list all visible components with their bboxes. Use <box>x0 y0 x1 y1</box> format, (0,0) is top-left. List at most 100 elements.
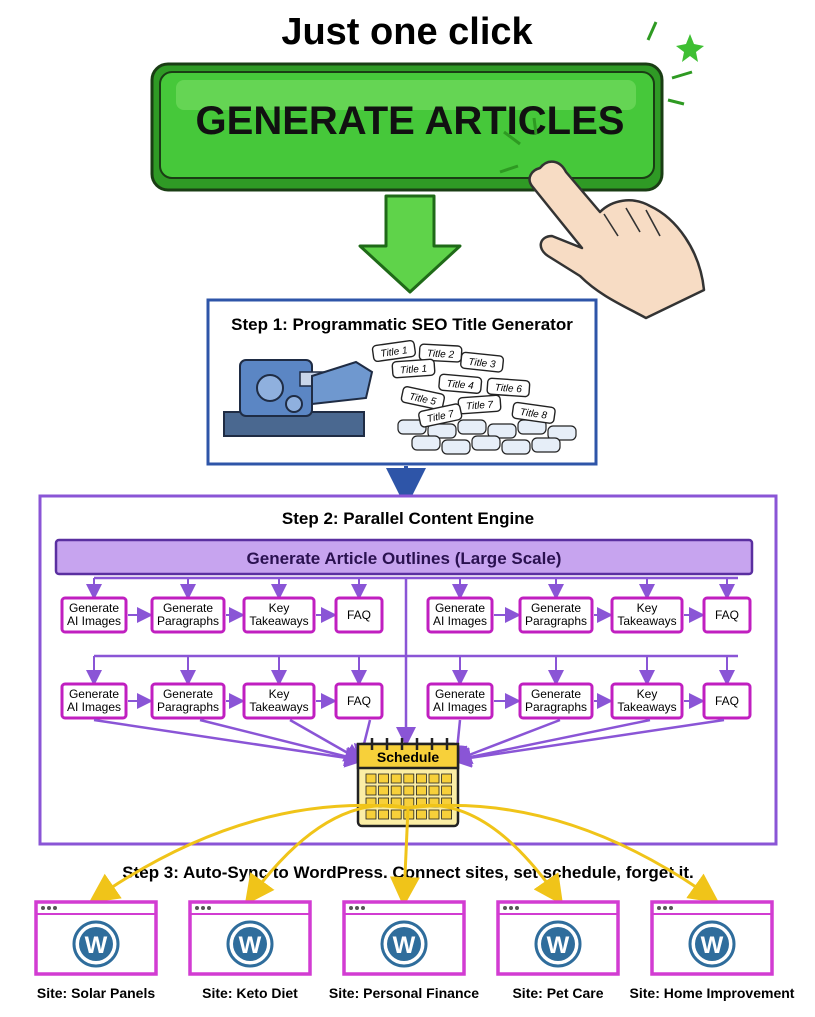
task-label: Generate <box>531 687 581 701</box>
title-bubble: Title 7 <box>418 403 463 428</box>
calendar-cell <box>403 785 415 796</box>
calendar-cell <box>428 773 440 784</box>
site-label: Site: Home Improvement <box>630 985 795 1001</box>
task-label: Takeaways <box>617 700 676 714</box>
calendar-cell <box>365 785 377 796</box>
wordpress-logo-icon: W <box>380 920 428 968</box>
task-label: Generate <box>69 687 119 701</box>
converge-arrow <box>289 718 365 763</box>
converge-arrow <box>451 718 725 768</box>
task-label: FAQ <box>347 608 371 622</box>
task-label: Key <box>637 687 658 701</box>
converge-arrow <box>451 718 651 767</box>
sync-arrow <box>389 807 420 907</box>
task-label: Generate <box>435 601 485 615</box>
step1-panel: Step 1: Programmatic SEO Title Generator… <box>206 298 598 466</box>
title-bubble: Title 3 <box>460 351 505 373</box>
wordpress-logo-icon: W <box>534 920 582 968</box>
title-bubble: Title 6 <box>486 377 531 398</box>
title-bubble: Title 5 <box>400 386 446 411</box>
converge-arrow <box>451 718 561 764</box>
task-label: Generate <box>69 601 119 615</box>
calendar-cell <box>378 785 390 796</box>
wordpress-site-window: W <box>188 900 312 976</box>
site-label: Site: Pet Care <box>512 985 603 1001</box>
svg-text:W: W <box>85 932 108 959</box>
svg-text:Title 4: Title 4 <box>446 379 474 392</box>
wordpress-logo-icon: W <box>72 920 120 968</box>
click-sparkle-icon <box>499 21 704 174</box>
task-label: Takeaways <box>249 614 308 628</box>
task-box: FAQ <box>334 682 384 720</box>
task-label: Generate <box>435 687 485 701</box>
task-label: AI Images <box>67 614 121 628</box>
title-machine-icon <box>223 359 374 437</box>
calendar-cell <box>441 773 453 784</box>
wordpress-logo-icon: W <box>688 920 736 968</box>
wordpress-site-window: W <box>650 900 774 976</box>
outline-bar-label: Generate Article Outlines (Large Scale) <box>247 549 562 568</box>
sync-arrow <box>407 803 720 904</box>
title-bubble: Title 1 <box>391 358 436 379</box>
task-label: Key <box>269 601 290 615</box>
task-label: Generate <box>163 687 213 701</box>
calendar-cell <box>403 773 415 784</box>
outline-bar <box>54 538 754 576</box>
task-label: Paragraphs <box>157 700 219 714</box>
site-label: Site: Solar Panels <box>37 985 155 1001</box>
calendar-cell <box>428 785 440 796</box>
svg-text:Title 1: Title 1 <box>400 364 428 377</box>
calendar-cell <box>365 773 377 784</box>
step3-title: Step 3: Auto-Sync to WordPress. Connect … <box>122 863 694 882</box>
task-label: Paragraphs <box>525 700 587 714</box>
svg-text:Title 1: Title 1 <box>380 345 408 360</box>
title-bubble: Title 4 <box>438 373 483 394</box>
calendar-cell <box>428 809 440 820</box>
calendar-cell <box>378 809 390 820</box>
task-label: AI Images <box>433 700 487 714</box>
task-label: FAQ <box>715 608 739 622</box>
task-label: Generate <box>163 601 213 615</box>
task-box: FAQ <box>702 596 752 634</box>
task-label: Takeaways <box>249 700 308 714</box>
wordpress-logo-icon: W <box>226 920 274 968</box>
calendar-cell <box>441 785 453 796</box>
calendar-cell <box>415 773 427 784</box>
wordpress-site-window: W <box>496 900 620 976</box>
svg-text:W: W <box>701 932 724 959</box>
task-label: Generate <box>531 601 581 615</box>
wordpress-site-window: W <box>34 900 158 976</box>
step2-title: Step 2: Parallel Content Engine <box>282 509 534 528</box>
sync-arrow <box>244 803 409 906</box>
pointing-hand-icon <box>528 160 706 320</box>
site-label: Site: Keto Diet <box>202 985 298 1001</box>
task-label: AI Images <box>433 614 487 628</box>
title-bubble: Title 1 <box>371 339 417 363</box>
calendar-cell <box>390 785 402 796</box>
calendar-cell <box>365 809 377 820</box>
generate-articles-button[interactable]: GENERATE ARTICLES <box>150 62 664 192</box>
converge-arrow <box>93 718 365 768</box>
svg-text:Title 8: Title 8 <box>519 407 548 422</box>
svg-text:Title 6: Title 6 <box>494 383 522 396</box>
svg-text:Title 3: Title 3 <box>468 357 497 371</box>
task-label: Takeaways <box>617 614 676 628</box>
sync-arrow <box>88 803 409 904</box>
task-label: Paragraphs <box>525 614 587 628</box>
task-label: Key <box>637 601 658 615</box>
schedule-label: Schedule <box>377 749 439 765</box>
task-label: AI Images <box>67 700 121 714</box>
title-bubble: Title 7 <box>457 394 502 415</box>
down-arrow-icon <box>358 194 462 294</box>
calendar-cell <box>441 809 453 820</box>
